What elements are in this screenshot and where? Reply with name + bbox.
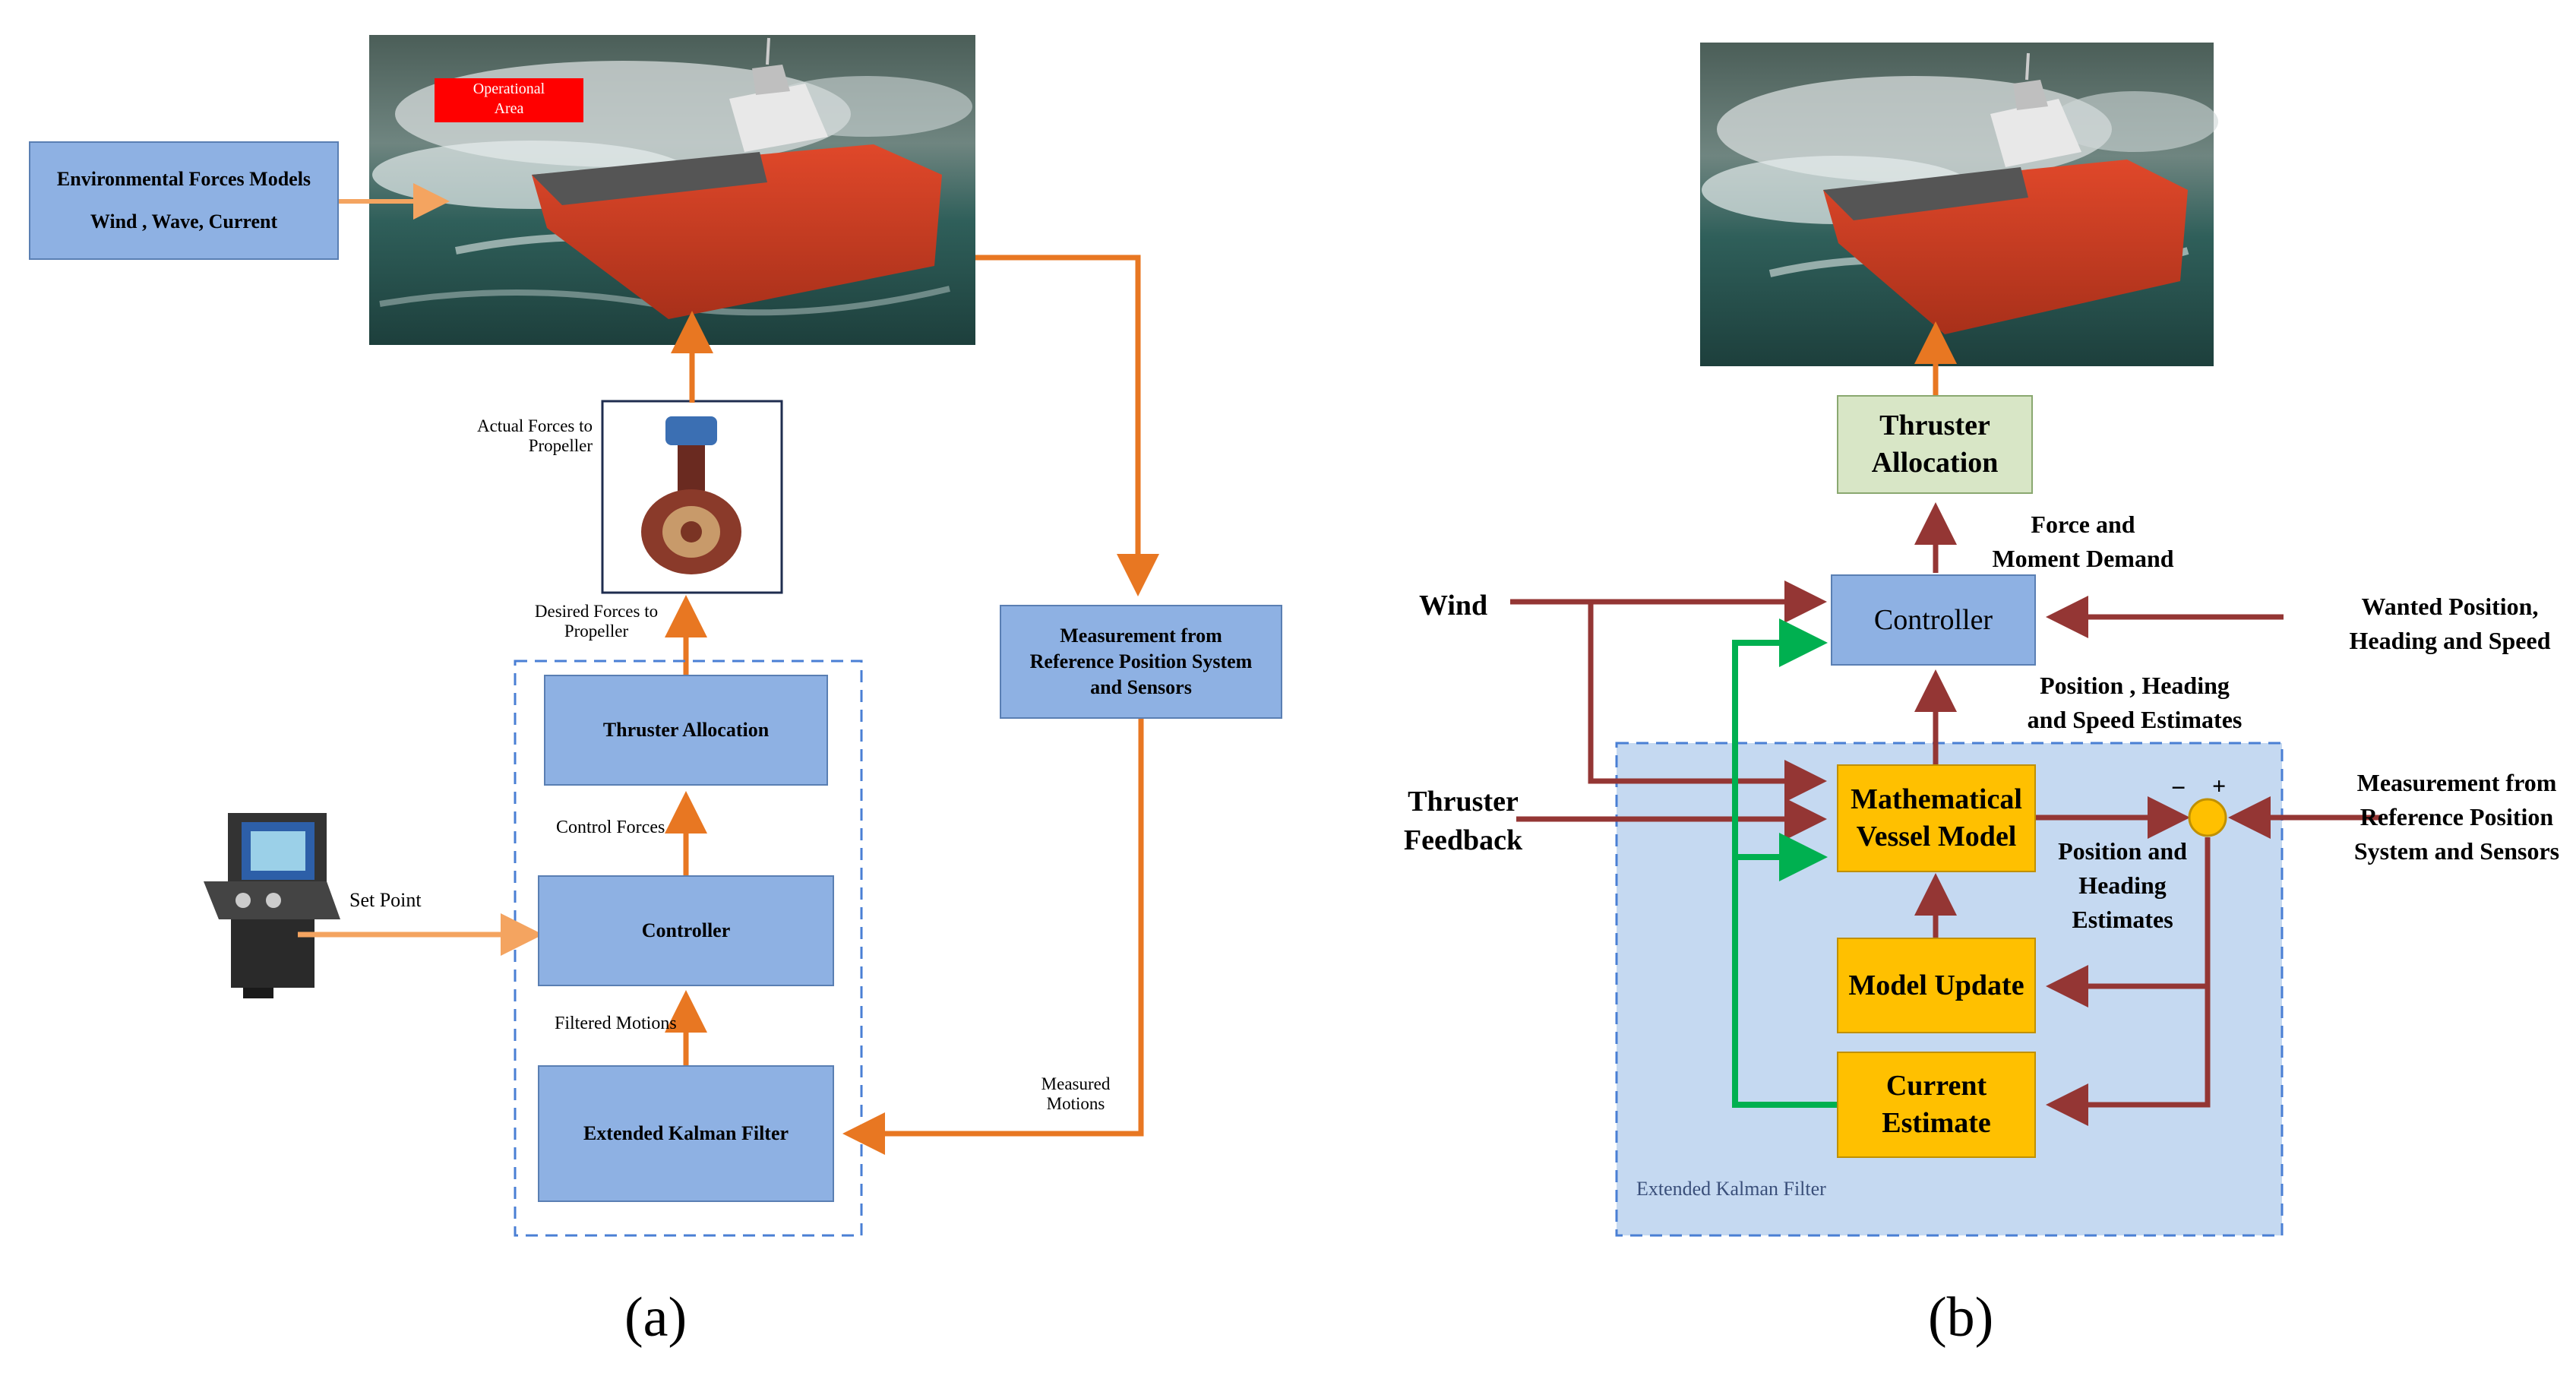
mb-line3: System and Sensors [2353, 837, 2560, 865]
measured-line2: Motions [1046, 1094, 1105, 1114]
thruster-photo [601, 400, 783, 594]
position-estimates-label: Position , Heading and Speed Estimates [1990, 669, 2279, 737]
environmental-forces-box: Environmental Forces Models Wind , Wave,… [29, 141, 339, 260]
ce-line1: Current [1885, 1069, 1987, 1102]
ta-b-line1: Thruster [1879, 409, 1990, 441]
ta-b-line2: Allocation [1871, 447, 1999, 479]
summing-junction-icon [2188, 798, 2227, 837]
tf-line2: Feedback [1403, 824, 1523, 857]
math-model-box: Mathematical Vessel Model [1837, 764, 2036, 872]
actual-forces-label: Actual Forces to Propeller [425, 416, 593, 457]
filtered-motions-label: Filtered Motions [555, 1014, 677, 1033]
measurement-label-b: Measurement from Reference Position Syst… [2343, 766, 2571, 868]
controller-box-b: Controller [1831, 574, 2036, 666]
wanted-position-label: Wanted Position, Heading and Speed [2325, 590, 2575, 658]
measurement-a-line3: and Sensors [1090, 675, 1192, 698]
phe-line1: Position and [2058, 837, 2187, 865]
set-point-label: Set Point [349, 889, 422, 911]
phe-line3: Estimates [2072, 905, 2173, 933]
plus-sign: + [2212, 772, 2227, 799]
position-heading-estimates-label: Position and Heading Estimates [2047, 834, 2198, 936]
controller-box-a: Controller [538, 875, 834, 986]
ship-photo [1700, 43, 2218, 366]
control-console-icon [204, 813, 340, 998]
thruster-allocation-box-a: Thruster Allocation [544, 675, 828, 786]
mm-line1: Mathematical [1851, 783, 2022, 815]
actual-forces-line2: Propeller [528, 436, 593, 456]
model-update-box: Model Update [1837, 938, 2036, 1033]
ekf-box-a: Extended Kalman Filter [538, 1065, 834, 1202]
env-title: Environmental Forces Models [56, 168, 311, 190]
fm-line2: Moment Demand [1992, 544, 2174, 572]
pe-line2: and Speed Estimates [2027, 705, 2243, 733]
current-estimate-box: Current Estimate [1837, 1052, 2036, 1158]
force-moment-label: Force and Moment Demand [1954, 508, 2212, 576]
mb-line1: Measurement from [2356, 769, 2557, 796]
ship-photo [369, 35, 975, 345]
op-area-line1: Operational [473, 81, 545, 97]
minus-sign: − [2171, 774, 2186, 802]
caption-a: (a) [624, 1286, 687, 1349]
op-area-line2: Area [494, 100, 524, 117]
control-forces-label: Control Forces [556, 818, 665, 837]
mb-line2: Reference Position [2359, 802, 2554, 830]
caption-b: (b) [1928, 1286, 1994, 1349]
thruster-feedback-label: Thruster Feedback [1387, 783, 1539, 861]
ce-line2: Estimate [1882, 1107, 1991, 1139]
measured-motions-label: Measured Motions [1015, 1074, 1136, 1115]
measurement-a-line2: Reference Position System [1029, 650, 1253, 673]
tf-line1: Thruster [1408, 786, 1519, 818]
wanted-line2: Heading and Speed [2349, 626, 2551, 654]
thruster-allocation-box-b: Thruster Allocation [1837, 395, 2033, 494]
ekf-label-b: Extended Kalman Filter [1636, 1178, 1826, 1200]
measured-line1: Measured [1041, 1074, 1111, 1093]
desired-forces-label: Desired Forces to Propeller [501, 602, 691, 642]
wind-label: Wind [1419, 590, 1488, 622]
operational-area-label: Operational Area [435, 79, 583, 119]
pe-line1: Position , Heading [2040, 672, 2230, 699]
env-items: Wind , Wave, Current [90, 210, 278, 232]
mm-line2: Vessel Model [1856, 821, 2017, 852]
wanted-line1: Wanted Position, [2361, 593, 2539, 620]
desired-forces-line1: Desired Forces to [534, 602, 659, 621]
desired-forces-line2: Propeller [564, 622, 629, 641]
ekf-dashed-region-a [514, 660, 863, 1237]
actual-forces-line1: Actual Forces to [476, 416, 593, 435]
fm-line1: Force and [2031, 511, 2135, 538]
operational-area-tag [435, 78, 583, 122]
phe-line2: Heading [2078, 871, 2167, 899]
measurement-box-a: Measurement from Reference Position Syst… [1000, 605, 1282, 719]
measurement-a-line1: Measurement from [1060, 625, 1222, 647]
